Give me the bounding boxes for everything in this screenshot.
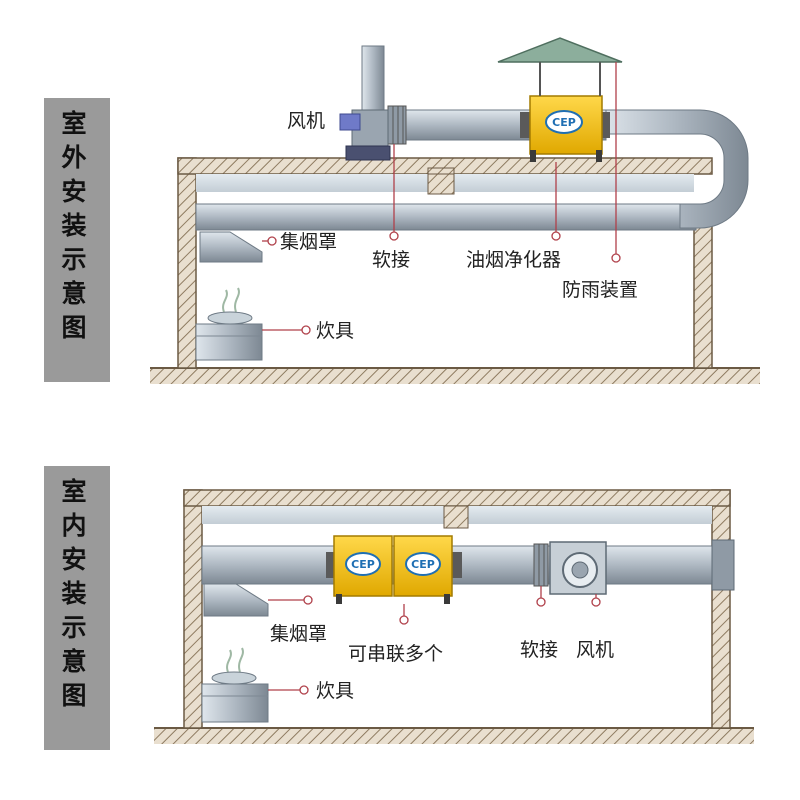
outdoor-label-stove: 炊具 bbox=[316, 320, 354, 342]
indoor-duct-outlet bbox=[711, 539, 735, 591]
indoor-roof-slab bbox=[183, 489, 731, 507]
indoor-right-wall bbox=[711, 489, 731, 729]
outdoor-cep-logo bbox=[545, 110, 583, 134]
indoor-hood bbox=[203, 583, 269, 617]
outdoor-label-rain: 防雨装置 bbox=[562, 279, 638, 301]
indoor-label-fan: 风机 bbox=[576, 639, 614, 661]
outdoor-leaders bbox=[262, 62, 621, 335]
outdoor-cep-text: CEP bbox=[552, 116, 576, 129]
indoor-title: 室内安装示意图 bbox=[61, 477, 92, 710]
outdoor-diagram: 室外安装示意图 bbox=[44, 37, 760, 384]
indoor-ground bbox=[154, 728, 754, 744]
indoor-label-flex: 软接 bbox=[520, 639, 558, 661]
outdoor-indoor-duct bbox=[195, 203, 697, 231]
indoor-purifiers: CEP CEP bbox=[326, 535, 462, 604]
outdoor-stove bbox=[195, 287, 263, 361]
outdoor-right-wall bbox=[693, 221, 713, 369]
outdoor-title: 室外安装示意图 bbox=[61, 109, 92, 342]
indoor-cep-text-1: CEP bbox=[351, 558, 375, 571]
outdoor-label-purifier: 油烟净化器 bbox=[466, 249, 561, 271]
indoor-duct bbox=[201, 545, 731, 585]
outdoor-label-flex: 软接 bbox=[372, 249, 410, 271]
indoor-left-wall bbox=[183, 489, 203, 729]
indoor-leaders bbox=[268, 586, 601, 695]
outdoor-rain-cap bbox=[497, 37, 623, 96]
indoor-fan bbox=[549, 541, 607, 595]
outdoor-title-panel bbox=[44, 98, 110, 382]
indoor-cep-text-2: CEP bbox=[411, 558, 435, 571]
indoor-diagram: 室内安装示意图 CEP CEP bbox=[44, 466, 754, 750]
indoor-stove bbox=[201, 647, 269, 723]
indoor-label-series: 可串联多个 bbox=[348, 643, 443, 665]
outdoor-label-fan: 风机 bbox=[287, 110, 325, 132]
indoor-flex-joint bbox=[533, 543, 549, 587]
indoor-label-stove: 炊具 bbox=[316, 680, 354, 702]
outdoor-left-wall bbox=[177, 157, 197, 369]
indoor-label-hood: 集烟罩 bbox=[270, 623, 327, 645]
outdoor-fan bbox=[339, 45, 391, 161]
outdoor-ground bbox=[150, 368, 760, 384]
outdoor-purifier: CEP bbox=[520, 95, 610, 162]
outdoor-loop-duct bbox=[599, 109, 749, 229]
outdoor-hood bbox=[199, 231, 263, 263]
indoor-title-panel bbox=[44, 466, 110, 750]
outdoor-label-hood: 集烟罩 bbox=[280, 231, 337, 253]
